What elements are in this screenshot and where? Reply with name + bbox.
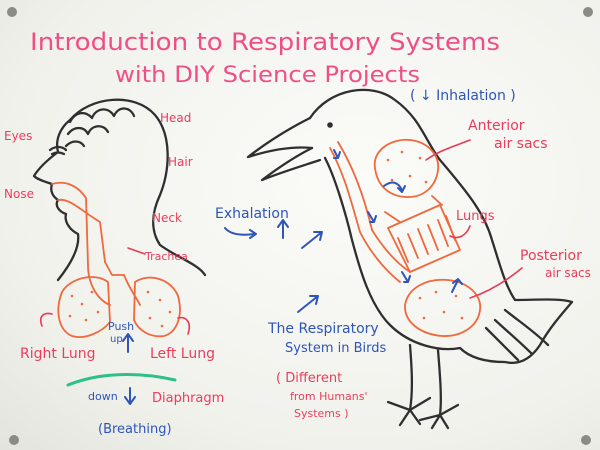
exhalation-up-arrow-icon (277, 219, 289, 239)
human-airway (51, 181, 141, 306)
anterior-air-sacs (374, 138, 440, 198)
exhalation-arrow-icon (224, 227, 257, 239)
magnet-bottom-right (581, 435, 591, 445)
label-exhalation: Exhalation (215, 206, 289, 222)
human-eye-icon (48, 145, 68, 156)
bird-note-line-1: ( Different (276, 371, 342, 386)
bird-note-line-2: from Humans' (290, 390, 368, 403)
diaphragm-line (66, 373, 177, 387)
up-arrow-icon (122, 333, 134, 353)
label-left-lung: Left Lung (150, 346, 215, 362)
label-posterior-1: Posterior (520, 248, 582, 264)
posterior-pointer (469, 267, 523, 299)
label-anterior-1: Anterior (468, 118, 525, 134)
label-neck: Neck (152, 211, 182, 225)
lungs-block (384, 195, 461, 273)
title-line-1: Introduction to Respiratory Systems (30, 28, 500, 56)
trachea-pointer (127, 247, 146, 255)
left-lung-pointer (177, 316, 191, 335)
magnet-bottom-left (9, 435, 19, 445)
label-posterior-2: air sacs (545, 266, 591, 280)
label-inhalation: ( ↓ Inhalation ) (410, 88, 516, 104)
label-anterior-2: air sacs (494, 136, 548, 152)
human-hair-strands (64, 107, 136, 148)
bird-eye-icon (327, 122, 333, 128)
down-arrow-icon (124, 387, 136, 405)
label-lungs: Lungs (456, 209, 495, 224)
label-diaphragm: Diaphragm (152, 391, 224, 406)
label-head: Head (160, 111, 191, 125)
label-hair: Hair (168, 155, 193, 169)
bird-flow-arrows (333, 149, 463, 293)
exhalation-side-arrow-icon (301, 231, 323, 249)
caption-pointer-arrow-icon (297, 295, 319, 313)
label-up: up (110, 334, 123, 345)
bird-airway (329, 141, 411, 283)
posterior-air-sacs (404, 278, 481, 337)
magnet-top-right (583, 7, 593, 17)
bird-note-line-3: Systems ) (294, 407, 349, 420)
bird-outline (246, 88, 574, 430)
label-breathing: (Breathing) (98, 422, 172, 437)
label-eyes: Eyes (4, 129, 32, 143)
right-lung-pointer (39, 312, 53, 327)
right-lung (57, 276, 111, 338)
label-right-lung: Right Lung (20, 346, 96, 362)
title-line-2: with DIY Science Projects (115, 63, 420, 88)
bird-caption-line-2: System in Birds (285, 341, 386, 356)
label-push: Push (108, 320, 134, 333)
label-down: down (88, 390, 118, 403)
left-lung (133, 276, 181, 338)
label-nose: Nose (4, 187, 34, 201)
bird-caption-line-1: The Respiratory (267, 321, 379, 337)
label-trachea: Trachea (144, 250, 188, 263)
anterior-pointer (425, 139, 471, 161)
lungs-pointer (449, 225, 471, 239)
magnet-top-left (7, 7, 17, 17)
